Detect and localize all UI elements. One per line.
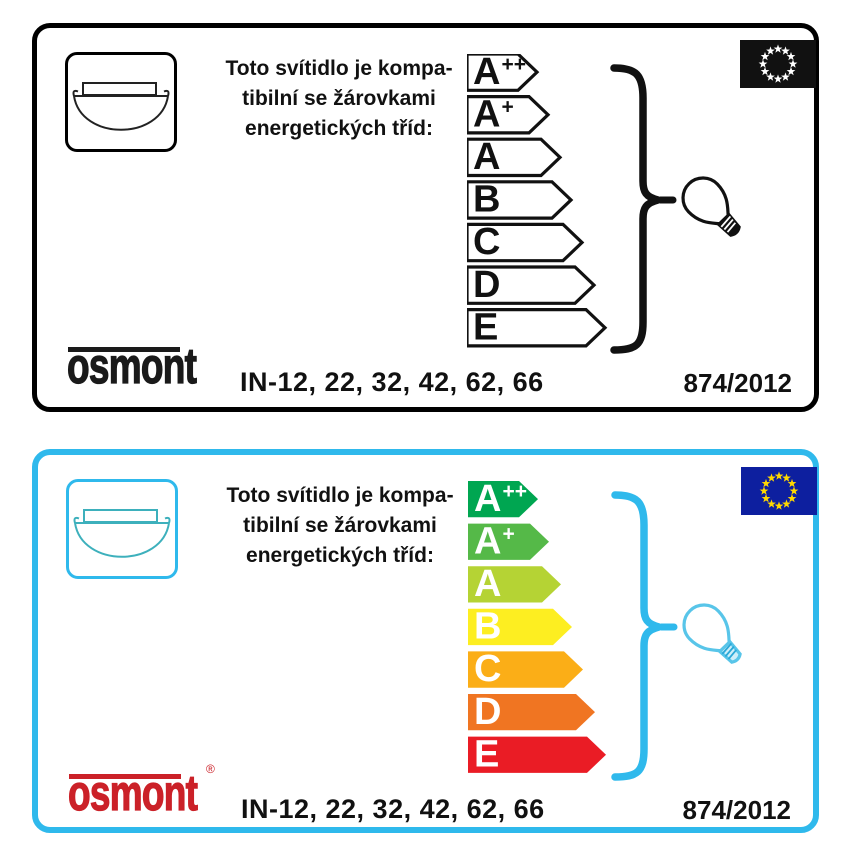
class-label-a: A [474, 563, 501, 605]
eu-flag [740, 40, 816, 88]
bulb-icon [681, 176, 741, 237]
brace [611, 491, 661, 781]
arrow-app [467, 54, 540, 92]
brand-logo: osmont ® [68, 762, 278, 826]
compat-line-1: Toto svítidlo je kompa- [225, 57, 453, 80]
brace-and-bulb [611, 491, 742, 781]
compatibility-text: Toto svítidlo je kompa- tibilní se žárov… [189, 54, 489, 144]
class-label-b: B [474, 606, 501, 648]
brace [610, 64, 660, 354]
class-label-e: E [473, 306, 498, 348]
class-label-c: C [473, 221, 500, 263]
arrow-ap [468, 523, 549, 560]
brace-and-bulb [610, 64, 741, 354]
brand-logo: osmont [67, 338, 277, 399]
class-label-app: A++ [473, 54, 526, 93]
brand-overline [69, 774, 181, 779]
regulation-number: 874/2012 [683, 368, 792, 398]
class-label-e: E [474, 733, 499, 775]
class-label-c: C [474, 648, 501, 690]
compat-line-2: tibilní se žárovkami [243, 514, 437, 537]
ceiling-lamp-drawing [73, 509, 171, 558]
brand-overline [68, 347, 180, 352]
class-label-b: B [473, 179, 500, 221]
class-label-d: D [473, 264, 500, 306]
brand-name: osmont [68, 765, 199, 821]
model-numbers: IN-12, 22, 32, 42, 62, 66 [240, 367, 544, 397]
arrow-a [468, 566, 561, 603]
class-label-ap: A+ [473, 93, 514, 135]
arrow-c [468, 651, 583, 688]
registered-mark: ® [206, 762, 215, 776]
energy-class-scale: A++ A+ A B C D E [467, 54, 608, 348]
arrow-b [468, 608, 572, 646]
compatibility-text: Toto svítidlo je kompa- tibilní se žárov… [190, 481, 490, 571]
class-label-ap: A+ [474, 520, 515, 562]
class-label-a: A [473, 136, 500, 178]
energy-class-scale: A++ A+ A B C D E [468, 481, 606, 775]
class-label-app: A++ [474, 481, 527, 520]
brand-name: osmont [67, 338, 198, 394]
bulb-icon [682, 603, 742, 664]
compat-line-3: energetických tříd: [246, 544, 434, 567]
arrow-d [468, 694, 595, 731]
luminaire-icon [66, 479, 178, 579]
compat-line-1: Toto svítidlo je kompa- [226, 484, 454, 507]
arrow-e [468, 736, 606, 773]
class-label-d: D [474, 691, 501, 733]
compat-line-3: energetických tříd: [245, 117, 433, 140]
regulation-number: 874/2012 [682, 795, 791, 825]
arrow-ap [467, 94, 551, 135]
compat-line-2: tibilní se žárovkami [242, 87, 436, 110]
energy-label-card-mono: Toto svítidlo je kompa- tibilní se žárov… [32, 23, 819, 412]
arrow-a [467, 137, 563, 178]
eu-flag [741, 467, 817, 515]
arrow-d [467, 265, 597, 305]
luminaire-icon [65, 52, 177, 152]
arrow-c [467, 222, 585, 263]
ceiling-lamp-drawing [72, 82, 170, 131]
arrow-b [467, 180, 574, 220]
arrow-e [467, 308, 608, 348]
energy-label-card-color: Toto svítidlo je kompa- tibilní se žárov… [32, 449, 819, 833]
model-numbers: IN-12, 22, 32, 42, 62, 66 [241, 794, 545, 824]
arrow-app [468, 481, 538, 518]
